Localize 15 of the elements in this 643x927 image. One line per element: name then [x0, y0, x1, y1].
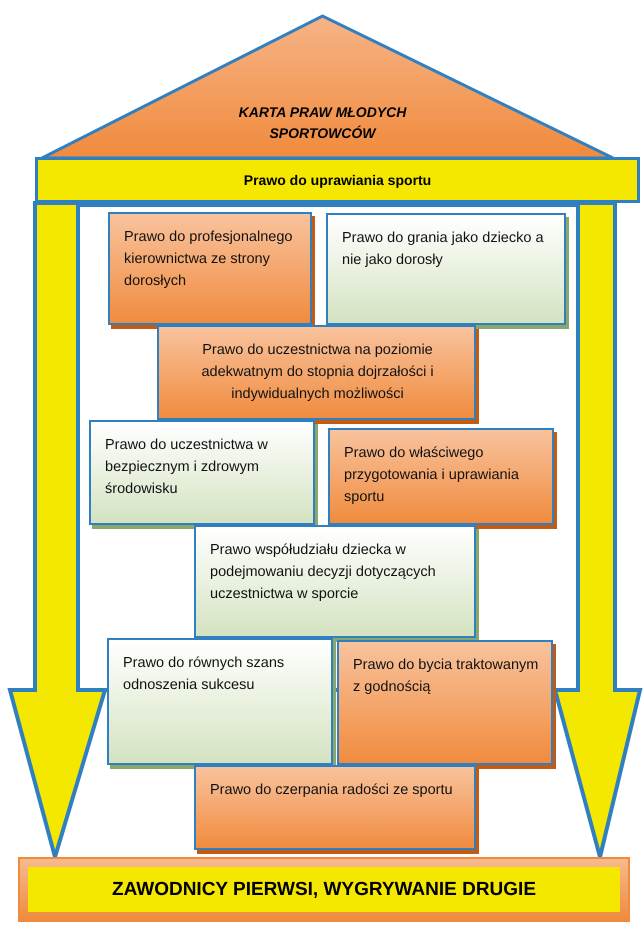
header-bar: [35, 157, 640, 203]
right-text: Prawo do czerpania radości ze sportu: [210, 781, 454, 800]
right-text: Prawo współudziału dziecka w podejmowaniu decyzji dotyczących uczestnictwa w sporcie: [210, 541, 437, 604]
right-text: Prawo do bycia traktowanym z godnością: [353, 656, 539, 697]
right-text: Prawo do grania jako dziecko a nie jako dorosły: [342, 229, 545, 270]
right-text: Prawo do właściwego przygotowania i uprawiania sportu: [344, 444, 520, 507]
right-text: Prawo do równych szans odnoszenia sukcesu: [123, 654, 286, 695]
motto-text: ZAWODNICY PIERWSI, WYGRYWANIE DRUGIE: [112, 878, 536, 900]
right-text: Prawo do uczestnictwa w bezpiecznym i zdrowym środowisku: [105, 436, 269, 499]
header-text: Prawo do uprawiania sportu: [244, 172, 432, 188]
title-text: KARTA PRAW MŁODYCH SPORTOWCÓW: [238, 103, 408, 143]
right-text: Prawo do profesjonalnego kierownictwa ze strony dorosłych: [124, 228, 294, 291]
right-text: Prawo do uczestnictwa na poziomie adekwatnym do stopnia dojrzałości i indywidualnych możliwości: [200, 341, 435, 404]
roof-triangle: [40, 12, 615, 160]
base-bar: [18, 857, 630, 922]
